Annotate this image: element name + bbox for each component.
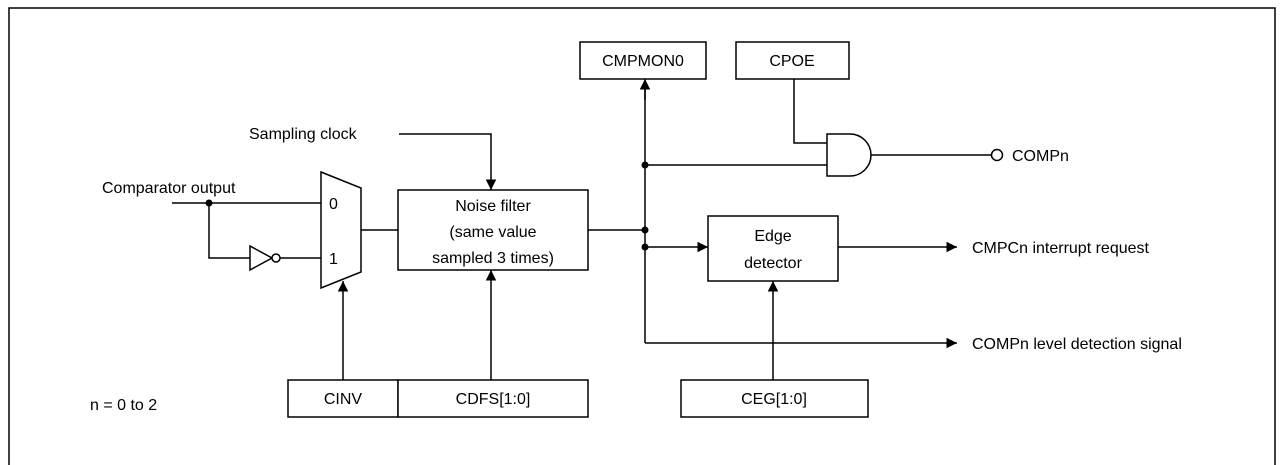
noise-filter-line-1: Noise filter [455, 198, 531, 215]
and-gate [826, 133, 872, 177]
ceg-register [680, 379, 869, 418]
compn-label: COMPn [1012, 148, 1069, 165]
cpoe-to-gate-wire [793, 79, 827, 144]
bus-junction-filter [641, 226, 649, 234]
sampling-clock-label: Sampling clock [249, 126, 358, 143]
mux-input-0-label: 0 [329, 196, 338, 213]
cinv-register [287, 379, 399, 418]
sampling-clock-arrow [399, 133, 497, 190]
compn-level-label: COMPn level detection signal [972, 336, 1182, 353]
ceg-label: CEG[1:0] [741, 391, 807, 408]
noise-filter-line-2: (same value [449, 224, 536, 241]
noise-filter-line-3: sampled 3 times) [432, 250, 554, 267]
compn-pin [990, 148, 1004, 162]
cpoe-label: CPOE [769, 53, 814, 70]
mux-input-1-label: 1 [329, 251, 338, 268]
index-range-note: n = 0 to 2 [90, 397, 157, 414]
inverter-gate [249, 244, 281, 272]
cmpmon0-register [579, 41, 707, 80]
cmpmon0-label: CMPMON0 [602, 53, 684, 70]
cinv-label: CINV [324, 391, 363, 408]
edge-detector-block [707, 215, 839, 282]
cpoe-register [735, 41, 850, 80]
cmpcn-interrupt-label: CMPCn interrupt request [972, 240, 1150, 257]
multiplexer [320, 170, 362, 290]
comparator-output-label: Comparator output [102, 180, 236, 197]
edge-detector-line-1: Edge [754, 228, 791, 245]
cdfs-label: CDFS[1:0] [456, 391, 531, 408]
cdfs-register [397, 379, 589, 418]
figure-frame [8, 7, 1276, 465]
edge-detector-line-2: detector [744, 255, 802, 272]
noise-filter-block [397, 189, 589, 271]
inverter-branch-wire [208, 203, 250, 259]
